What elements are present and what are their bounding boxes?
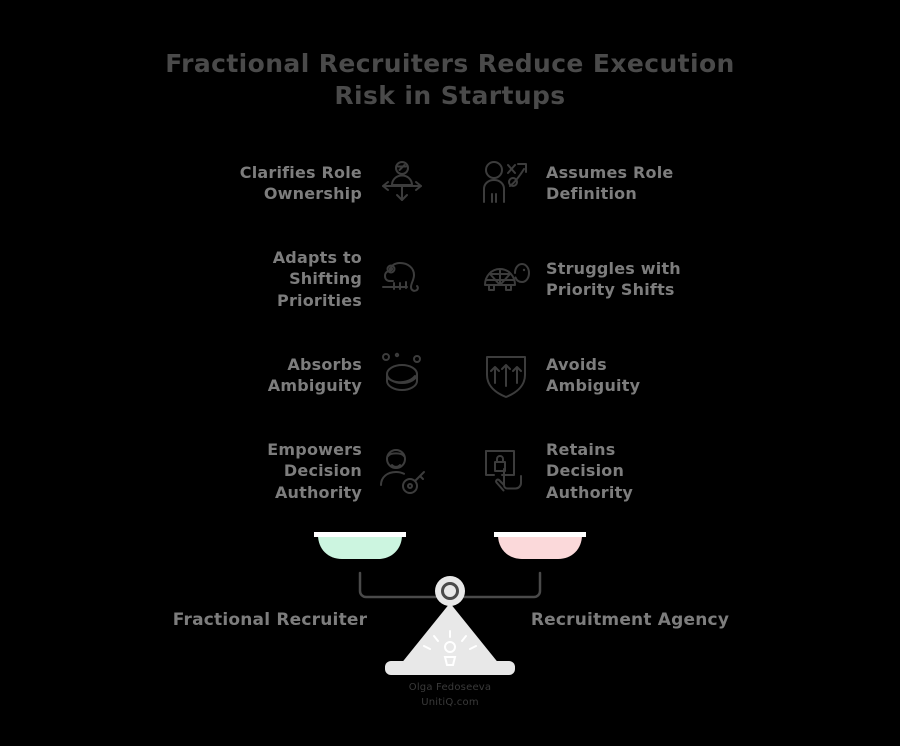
scale-label-left: Fractional Recruiter [172,610,368,630]
scale-pan-right [494,532,586,559]
balance-scale-graphic [280,525,620,675]
attribution-author: Olga Fedoseeva [408,682,492,693]
shield-arrows-icon [478,347,534,403]
scale-ornament [423,630,477,666]
title-line-1: Fractional Recruiters Reduce Execution [165,49,735,78]
title-line-2: Risk in Startups [334,81,566,110]
scale-pivot [435,576,465,606]
scale-pan-left [314,532,406,559]
person-with-key-icon [374,443,430,499]
attribution-site: UnitiQ.com [421,696,479,708]
scale-label-right: Recruitment Agency [530,610,730,630]
scale-base [385,661,515,675]
sponge-absorb-icon [374,347,430,403]
person-strategy-icon [478,155,534,211]
chameleon-icon [374,251,430,307]
turtle-icon [478,251,534,307]
hand-locked-panel-icon [478,443,534,499]
person-expand-arrows-icon [374,155,430,211]
page-title: Fractional Recruiters Reduce Execution R… [150,48,750,112]
attribution: Olga Fedoseeva UnitiQ.com [0,681,900,710]
